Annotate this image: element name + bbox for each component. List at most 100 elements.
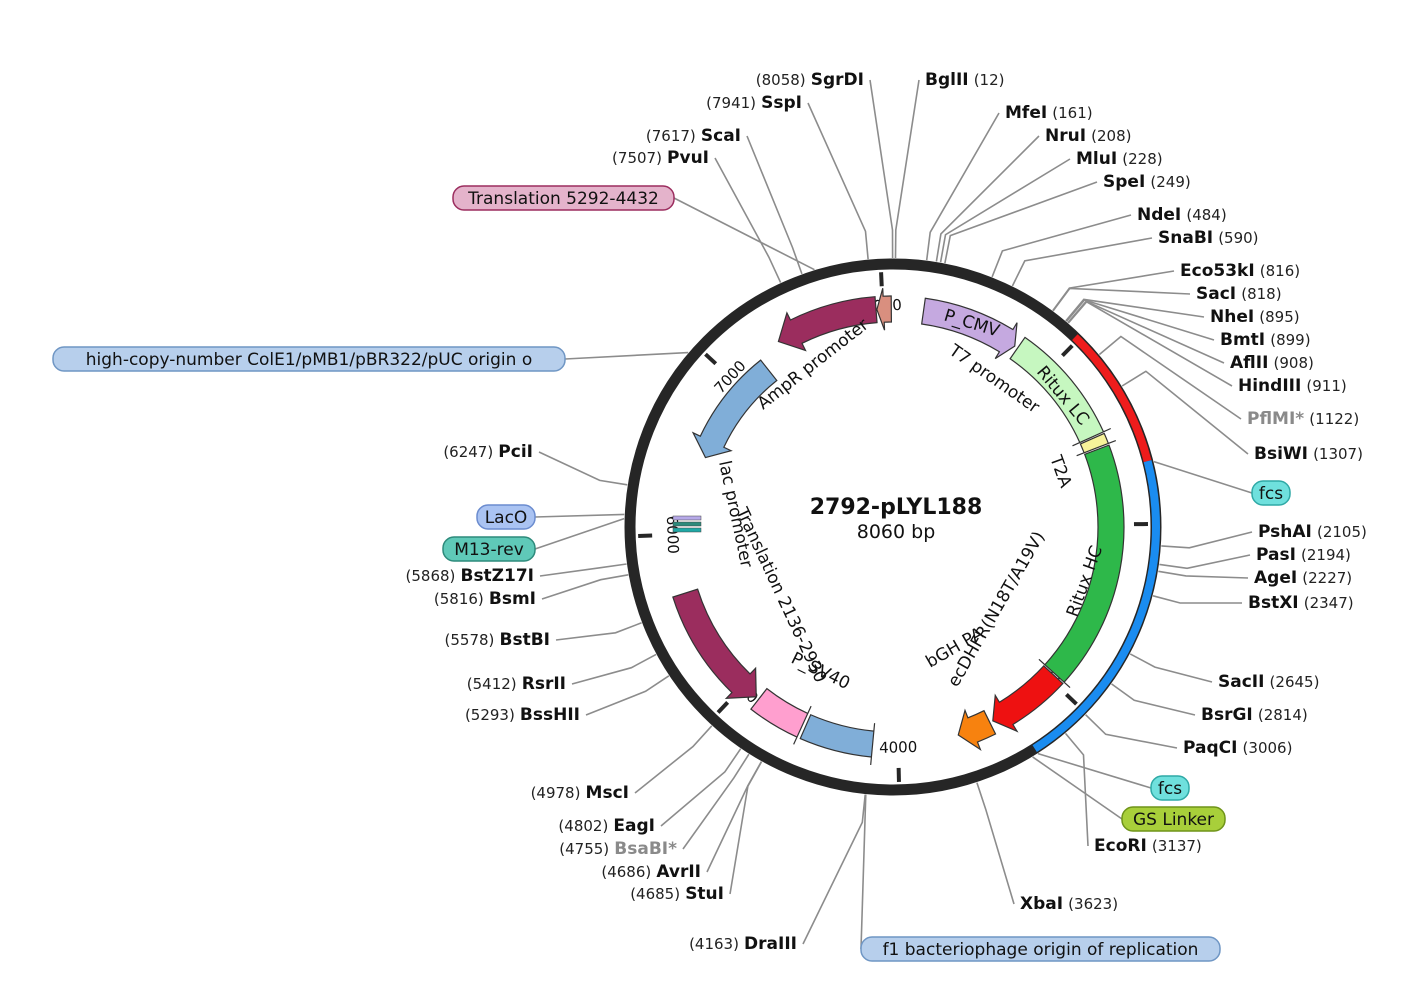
site-line (660, 748, 742, 827)
site-line (869, 79, 894, 259)
callout-text: f1 bacteriophage origin of replication (883, 940, 1199, 960)
site-position: (895) (1259, 308, 1299, 326)
ori-arrow (691, 359, 778, 459)
site-line (706, 761, 763, 873)
site-position: (4686) (601, 863, 651, 881)
site-position: (911) (1306, 377, 1346, 395)
site-position: (2814) (1258, 706, 1308, 724)
tick-label: 6000 (663, 515, 682, 554)
site-position: (249) (1150, 173, 1190, 191)
site-position: (3006) (1243, 739, 1293, 757)
site-line (1121, 370, 1249, 455)
site-position: (818) (1241, 285, 1281, 303)
tick-mark (879, 272, 884, 287)
site-line (729, 761, 763, 895)
site-name: DraIII (744, 934, 797, 954)
ampr-arrow (777, 296, 878, 352)
ritux-hc-arrow (1038, 444, 1125, 689)
site-label: BsrGI (2814) (1201, 705, 1308, 725)
lac-element-marker (672, 521, 702, 527)
callout-pill (1150, 775, 1190, 801)
site-label: NdeI (484) (1137, 205, 1227, 225)
site-position: (5412) (467, 675, 517, 693)
site-label: (5412) RsrII (467, 674, 566, 694)
tick-mark (704, 352, 718, 366)
site-line (1011, 237, 1153, 287)
site-position: (4755) (559, 840, 609, 858)
site-name: BstZ17I (460, 566, 534, 586)
site-line (976, 782, 1015, 905)
ritux-lc-arrow (1009, 336, 1111, 447)
callout-text: GS Linker (1133, 810, 1214, 830)
site-position: (7507) (612, 149, 662, 167)
site-name: AvrII (656, 862, 701, 882)
site-name: SpeI (1103, 172, 1145, 192)
site-line (634, 725, 713, 794)
site-line (714, 157, 782, 283)
site-line (925, 112, 1000, 261)
site-name: NruI (1045, 126, 1086, 146)
site-name: BstXI (1248, 593, 1299, 613)
site-label: (4802) EagI (558, 816, 655, 836)
site-position: (2194) (1301, 546, 1351, 564)
callout-line (534, 513, 625, 518)
site-line (541, 574, 629, 600)
site-label: XbaI (3623) (1020, 894, 1118, 914)
site-label: MluI (228) (1076, 149, 1163, 169)
site-name: AflII (1230, 353, 1268, 373)
site-line (802, 794, 866, 945)
site-line (555, 622, 642, 641)
site-label: (5578) BstBI (445, 630, 550, 650)
site-line (1129, 653, 1213, 683)
p-sv40-pink-arrow (750, 687, 812, 745)
site-position: (4802) (558, 817, 608, 835)
site-label: PshAI (2105) (1258, 522, 1367, 542)
site-name: HindIII (1238, 376, 1301, 396)
site-label: (5868) BstZ17I (406, 566, 535, 586)
site-name: PvuI (667, 148, 709, 168)
site-position: (4978) (531, 784, 581, 802)
site-line (939, 158, 1071, 263)
site-line (894, 79, 920, 259)
site-label: PasI (2194) (1256, 545, 1351, 565)
lac-element-marker (672, 527, 702, 533)
site-line (1065, 298, 1205, 322)
site-label: BsiWI (1307) (1254, 444, 1363, 464)
site-name: MscI (586, 783, 629, 803)
callout-pill (442, 536, 536, 562)
site-name: RsrII (522, 674, 566, 694)
t2a-marker (1076, 432, 1117, 457)
site-line (1158, 570, 1249, 579)
feature-label-ecdhfr: ecDHFR(N18T/A19V) (944, 528, 1049, 690)
site-name: NdeI (1137, 205, 1181, 225)
site-name: NheI (1210, 307, 1254, 327)
site-line (1085, 714, 1178, 749)
site-name: EagI (613, 816, 655, 836)
site-position: (2227) (1302, 569, 1352, 587)
site-label: HindIII (911) (1238, 376, 1347, 396)
site-label: SacI (818) (1196, 284, 1282, 304)
site-position: (8058) (756, 71, 806, 89)
callout-line (673, 197, 815, 271)
site-name: PflMI* (1247, 409, 1304, 429)
callout-line (1153, 460, 1253, 494)
site-position: (5578) (445, 631, 495, 649)
site-position: (161) (1052, 104, 1092, 122)
site-name: PshAI (1258, 522, 1312, 542)
site-position: (5293) (465, 706, 515, 724)
site-position: (2105) (1317, 523, 1367, 541)
tick-label: 4000 (879, 738, 918, 757)
callout-line (534, 517, 625, 550)
site-label: AgeI (2227) (1254, 568, 1352, 588)
site-line (1152, 595, 1242, 604)
site-line (807, 102, 869, 260)
site-line (1064, 732, 1089, 847)
site-label: (4978) MscI (531, 783, 629, 803)
site-name: StuI (685, 884, 724, 904)
callout-text: Translation 5292-4432 (467, 189, 659, 209)
site-name: SacII (1218, 672, 1264, 692)
site-position: (7941) (706, 94, 756, 112)
site-label: (4685) StuI (630, 884, 724, 904)
feature-arrows (672, 288, 1125, 766)
